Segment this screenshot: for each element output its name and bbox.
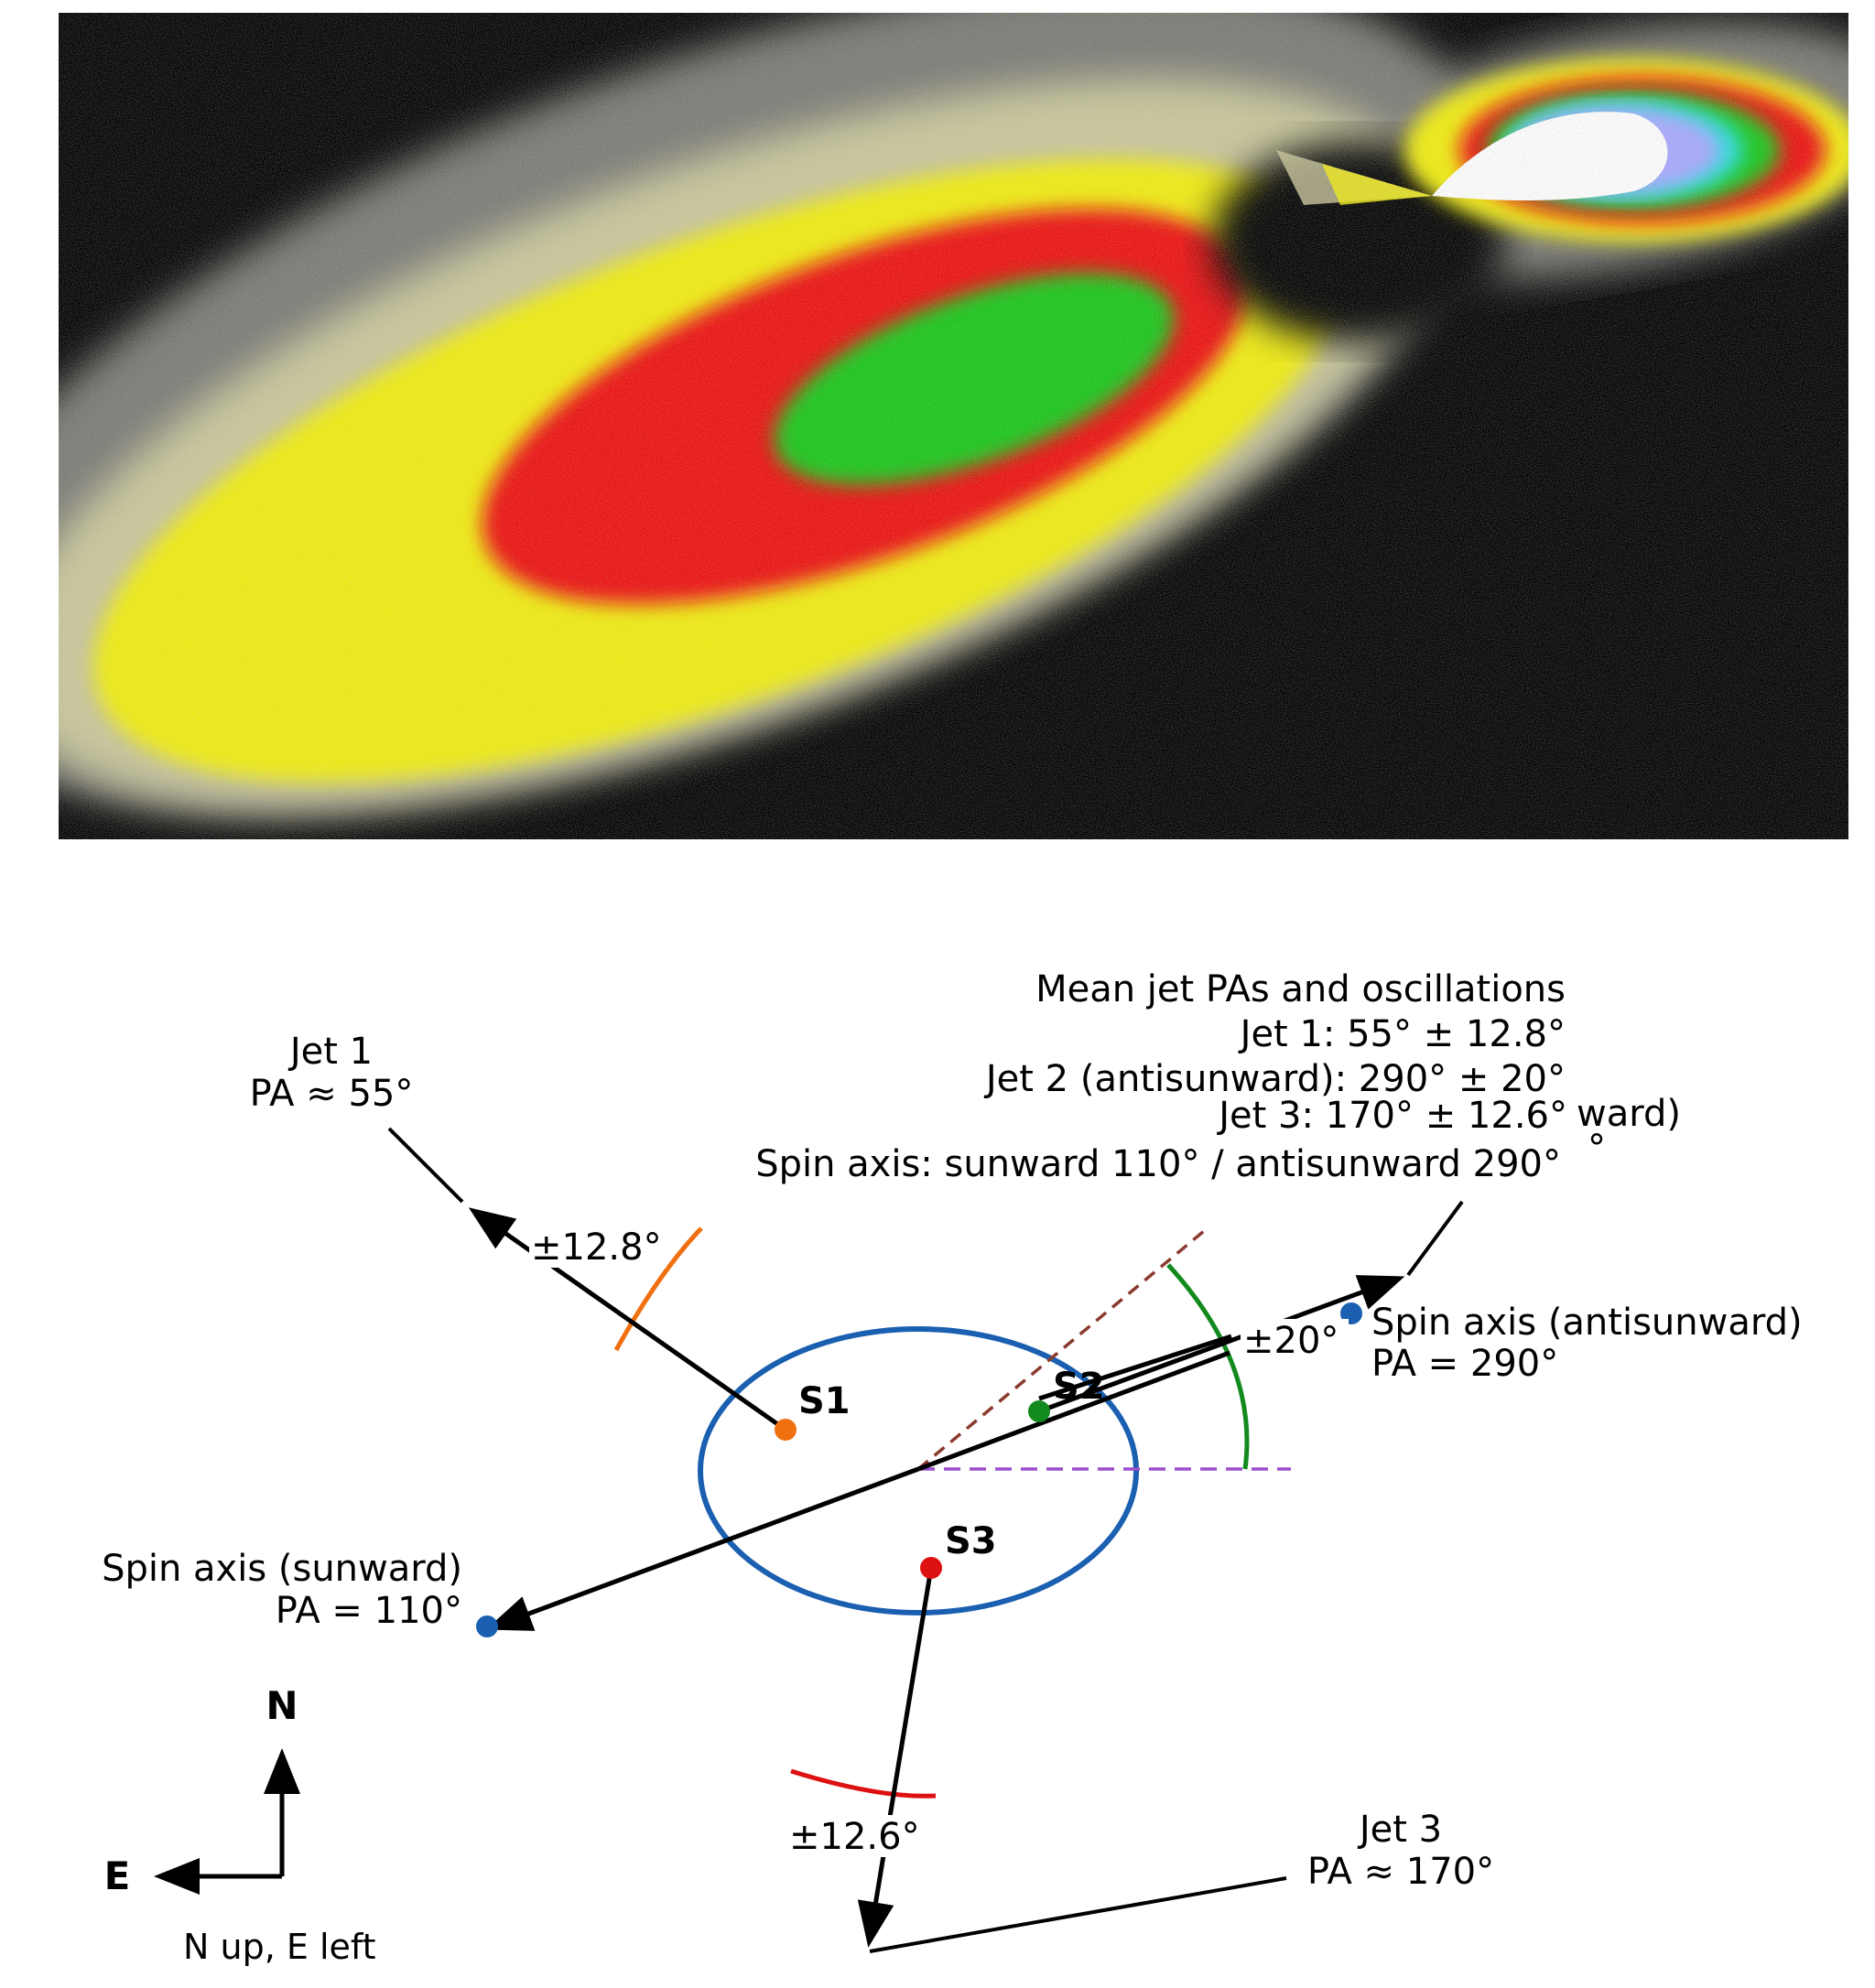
jet1-label: Jet 1 xyxy=(287,1031,373,1073)
comet-image-panel xyxy=(59,13,1848,839)
nucleus-outline xyxy=(698,1326,1139,1615)
jet3-label: Jet 3 xyxy=(1357,1809,1442,1851)
summary-title: Mean jet PAs and oscillations xyxy=(1035,968,1566,1010)
jet1-pa-label: PA ≈ 55° xyxy=(250,1073,414,1115)
summary-jet2: Jet 2 (antisunward): 290° ± 20° xyxy=(983,1058,1566,1100)
summary-block: Mean jet PAs and oscillations Jet 1: 55°… xyxy=(755,968,1681,1185)
jet2-leader-line xyxy=(1406,1200,1464,1277)
source-s2-dot xyxy=(1028,1400,1050,1422)
source-s3-label: S3 xyxy=(945,1520,997,1562)
jet1-oscillation-arc xyxy=(613,1226,703,1352)
compass-east-label: E xyxy=(104,1853,131,1898)
spin-sunward-pa-label: PA = 110° xyxy=(276,1590,462,1632)
jet2-parallel-line xyxy=(1038,1334,1232,1401)
compass-note: N up, E left xyxy=(183,1927,376,1967)
jet3-oscillation-label: ±12.6° xyxy=(789,1816,920,1858)
summary-spin-trail: ° xyxy=(1588,1128,1606,1170)
source-s3-dot xyxy=(920,1557,942,1579)
compass-north-label: N xyxy=(266,1683,298,1728)
jet1-leader-line xyxy=(387,1127,464,1204)
summary-jet1: Jet 1: 55° ± 12.8° xyxy=(1238,1013,1566,1055)
jet-diagram: S1 S2 S3 ±12.8° ±20° ±12.6° Jet 1 PA ≈ 5… xyxy=(102,968,1803,1967)
summary-spin: Spin axis: sunward 110° / antisunward 29… xyxy=(755,1143,1561,1185)
jet1-arrow xyxy=(468,1207,787,1432)
jet2-oscillation-arc xyxy=(1166,1263,1250,1470)
jet1-oscillation-label: ±12.8° xyxy=(531,1226,662,1269)
jet3-arrow xyxy=(857,1567,934,1948)
jet-diagram-panel: S1 S2 S3 ±12.8° ±20° ±12.6° Jet 1 PA ≈ 5… xyxy=(0,839,1875,1983)
spin-axis-sunward-arrow xyxy=(485,1466,919,1631)
summary-jet3: Jet 3: 170° ± 12.6° xyxy=(1216,1095,1567,1137)
jet2-oscillation-label: ±20° xyxy=(1243,1320,1339,1362)
compass: N E N up, E left xyxy=(104,1683,376,1967)
source-s2-label: S2 xyxy=(1053,1366,1105,1408)
jet2-arrow xyxy=(1038,1275,1405,1414)
summary-jet3-overlap: ward) xyxy=(1577,1093,1681,1135)
spin-axis-antisunward-line xyxy=(917,1350,1230,1472)
jet3-leader-line xyxy=(869,1876,1287,1953)
spin-antisunward-label: Spin axis (antisunward) xyxy=(1371,1302,1803,1344)
comet-image xyxy=(59,13,1848,839)
spin-sunward-dot xyxy=(476,1615,498,1637)
spin-sunward-label: Spin axis (sunward) xyxy=(102,1548,462,1590)
spin-antisunward-pa-label: PA = 290° xyxy=(1371,1343,1558,1385)
jet3-pa-label: PA ≈ 170° xyxy=(1307,1851,1494,1893)
source-s1-dot xyxy=(775,1419,797,1441)
reference-dashed-line xyxy=(916,1229,1206,1471)
jet3-oscillation-arc xyxy=(790,1768,937,1799)
source-s1-label: S1 xyxy=(798,1380,851,1422)
